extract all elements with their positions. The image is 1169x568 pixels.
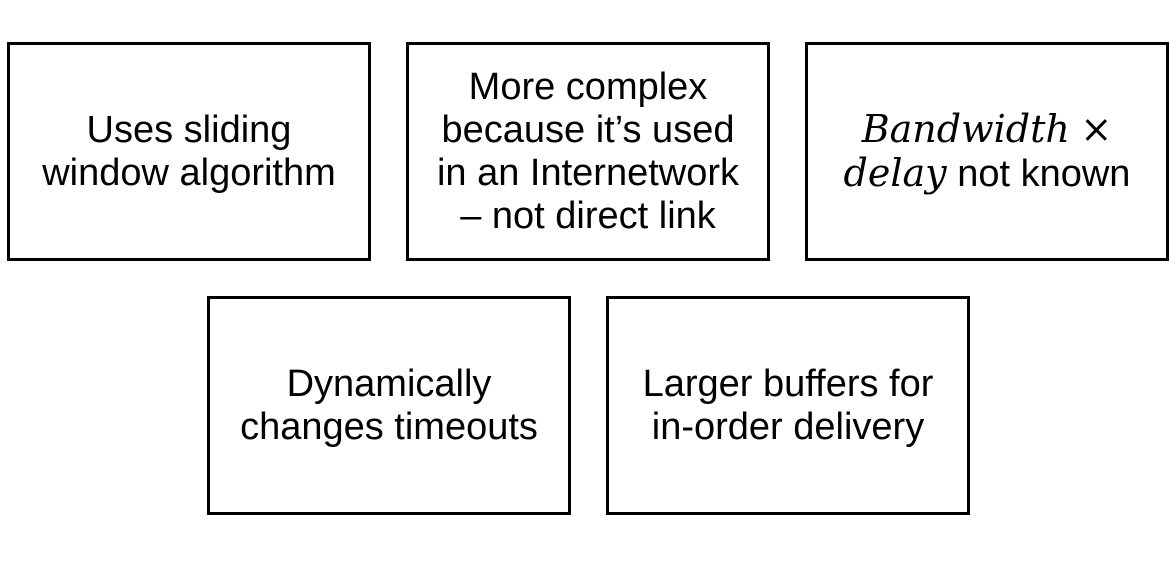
text-line: in-order delivery xyxy=(651,405,925,448)
text-line: More complex xyxy=(468,65,708,108)
feature-box-bandwidth-delay: Bandwidth × delay not known xyxy=(805,42,1169,261)
math-variable-bandwidth: Bandwidth xyxy=(861,106,1070,151)
feature-box-text: Dynamically changes timeouts xyxy=(240,363,538,449)
feature-box-text: More complex because it’s used in an Int… xyxy=(437,66,739,238)
text-line: – not direct link xyxy=(460,194,716,237)
feature-box-text: Bandwidth × delay not known xyxy=(843,106,1131,196)
feature-box-more-complex: More complex because it’s used in an Int… xyxy=(406,42,770,261)
text-line: because it’s used xyxy=(441,108,735,151)
text-line: in an Internetwork xyxy=(436,151,740,194)
feature-box-dynamic-timeouts: Dynamically changes timeouts xyxy=(207,296,571,515)
text-line: delay not known xyxy=(843,150,1131,196)
text-line: Dynamically xyxy=(286,362,492,405)
math-variable-delay: delay xyxy=(843,150,947,195)
math-operator-times: × xyxy=(1080,106,1113,151)
feature-box-sliding-window: Uses sliding window algorithm xyxy=(7,42,371,261)
feature-box-larger-buffers: Larger buffers for in-order delivery xyxy=(606,296,970,515)
feature-box-text: Larger buffers for in-order delivery xyxy=(643,363,934,449)
text-line: window algorithm xyxy=(42,151,336,194)
text-line: Larger buffers for xyxy=(642,362,934,405)
text-line: Uses sliding xyxy=(86,108,292,151)
feature-box-text: Uses sliding window algorithm xyxy=(42,109,336,195)
trailing-text: not known xyxy=(957,152,1131,195)
text-line: changes timeouts xyxy=(240,405,538,448)
text-line: Bandwidth × xyxy=(844,106,1131,152)
